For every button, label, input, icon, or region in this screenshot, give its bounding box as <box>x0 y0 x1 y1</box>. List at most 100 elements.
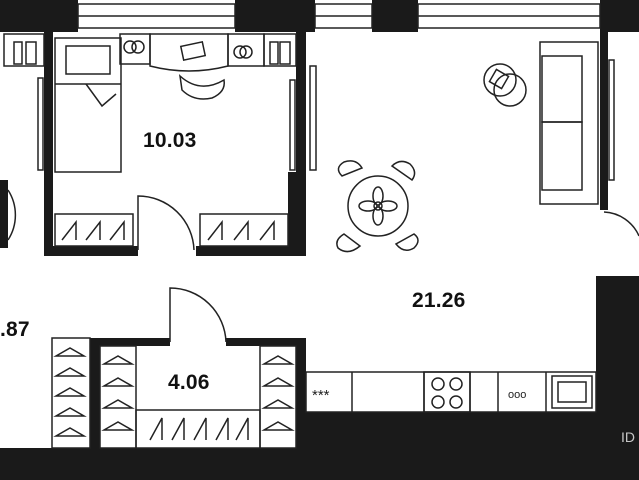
hanger <box>171 417 185 441</box>
hanger <box>261 399 295 409</box>
bookshelf <box>263 33 297 67</box>
hall-left-wall <box>0 180 8 248</box>
windows <box>37 3 615 181</box>
hanger <box>101 377 135 387</box>
bed-pillow <box>65 45 111 75</box>
burner <box>431 377 445 391</box>
lamp <box>239 45 253 59</box>
hanger <box>261 377 295 387</box>
flower-icon <box>358 186 398 226</box>
hanger <box>193 417 207 441</box>
dressing-hangers <box>53 347 295 441</box>
bedroom-area-label: 10.03 <box>143 129 197 152</box>
top-wall-segment <box>600 0 639 32</box>
burner <box>449 395 463 409</box>
sink <box>551 375 593 409</box>
partition-wall <box>296 32 306 254</box>
desk <box>149 33 229 72</box>
living-area-label: 21.26 <box>412 289 466 312</box>
dressing-area-label: 4.06 <box>168 371 210 394</box>
dining-table <box>347 175 409 237</box>
hanger <box>53 387 87 397</box>
wardrobe <box>54 213 134 247</box>
wardrobe <box>199 213 289 247</box>
bedroom-left-wall <box>44 32 53 252</box>
dressing-left-wall <box>90 338 100 448</box>
bedroom-bottom-wall <box>44 246 138 256</box>
chair <box>390 160 416 182</box>
chair <box>394 233 419 251</box>
sink-basin <box>557 381 587 403</box>
hanger <box>207 219 223 241</box>
bottom-wall <box>296 412 639 480</box>
bedroom-door <box>137 195 195 251</box>
burner <box>449 377 463 391</box>
sofa-seat <box>541 55 583 123</box>
lamp <box>123 40 137 54</box>
hanger <box>259 219 275 241</box>
hanger <box>53 407 87 417</box>
book <box>269 41 279 65</box>
bed <box>54 37 122 173</box>
book <box>13 41 23 65</box>
laptop <box>179 40 207 62</box>
dressing-furniture <box>51 337 297 449</box>
hanger <box>85 219 101 241</box>
side-window <box>37 77 44 171</box>
hanger <box>235 417 249 441</box>
hanger <box>149 417 163 441</box>
hanger <box>261 421 295 431</box>
side-table <box>493 73 527 107</box>
lamp <box>233 45 247 59</box>
living-furniture <box>305 41 599 413</box>
entrance-door <box>603 211 639 237</box>
side-table <box>483 63 517 97</box>
top-wall-segment <box>0 0 78 32</box>
hall-area-label: .87 <box>0 318 30 341</box>
bedroom-furniture <box>3 33 297 247</box>
book <box>25 41 37 65</box>
sofa <box>539 41 599 205</box>
dressing-top-wall <box>90 338 170 346</box>
watermark: ID <box>621 429 635 445</box>
bed-blanket-fold <box>85 83 117 108</box>
stove-label: *** <box>312 387 330 404</box>
top-wall-segment <box>235 0 315 32</box>
hanger <box>101 355 135 365</box>
wardrobe <box>99 345 137 449</box>
desk-chair <box>178 74 225 100</box>
hanger <box>109 219 125 241</box>
right-wall-lower <box>596 276 639 420</box>
hall-door <box>7 189 17 241</box>
dressing-top-wall <box>226 338 306 346</box>
hanger <box>233 219 249 241</box>
dressing-door <box>169 287 227 343</box>
side-window <box>608 59 615 181</box>
hanger <box>53 427 87 437</box>
side-window <box>289 79 296 171</box>
right-wall <box>600 32 608 210</box>
chair <box>336 233 362 253</box>
hanger <box>215 417 229 441</box>
stove <box>423 371 471 413</box>
doors <box>7 189 639 343</box>
top-wall-segment <box>372 0 418 32</box>
washer-label: ooo <box>508 389 526 401</box>
hanger <box>61 219 77 241</box>
hanger <box>261 355 295 365</box>
hanger <box>101 399 135 409</box>
wardrobe <box>135 409 261 449</box>
chair <box>337 160 364 177</box>
hanger <box>101 421 135 431</box>
hanger <box>53 347 87 357</box>
hanger <box>53 367 87 377</box>
lamp <box>131 40 145 54</box>
dressing-right-wall <box>296 338 306 448</box>
side-window <box>309 65 317 171</box>
wardrobe-hangers <box>61 219 275 241</box>
wardrobe <box>51 337 91 449</box>
book <box>279 41 291 65</box>
plant-pot <box>488 68 510 90</box>
